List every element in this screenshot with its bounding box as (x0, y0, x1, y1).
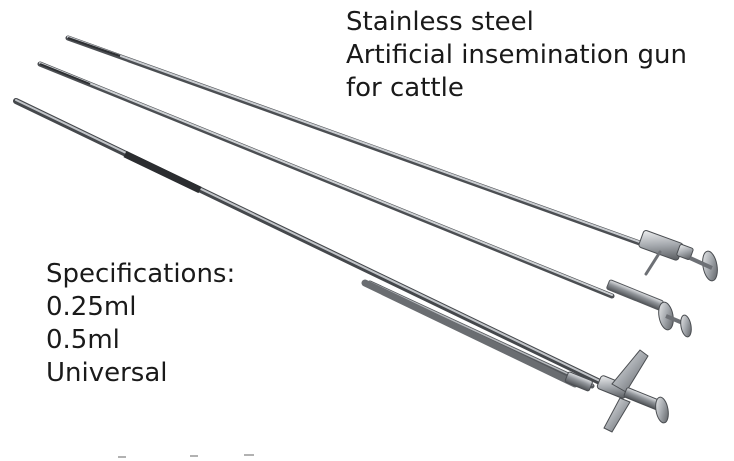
spec-item-05ml: 0.5ml (46, 325, 120, 355)
title-line-3: for cattle (346, 73, 464, 103)
product-title: Stainless steel Artificial insemination … (346, 6, 687, 105)
insemination-gun-top (65, 35, 718, 282)
gun-bottom-sheath-tip (361, 279, 593, 392)
title-line-2: Artificial insemination gun (346, 40, 687, 70)
spec-item-025ml: 0.25ml (46, 292, 137, 322)
specifications-heading: Specifications: (46, 259, 236, 289)
insemination-gun-middle (37, 61, 692, 338)
gun-top-handle (638, 230, 718, 282)
bottom-specks (118, 454, 254, 458)
gun-bottom-handle (596, 349, 669, 433)
gun-middle-handle (606, 279, 692, 338)
title-line-1: Stainless steel (346, 7, 534, 37)
insemination-gun-bottom (13, 98, 669, 433)
specifications-list: Specifications: 0.25ml 0.5ml Universal (46, 258, 235, 390)
spec-item-universal: Universal (46, 358, 168, 388)
